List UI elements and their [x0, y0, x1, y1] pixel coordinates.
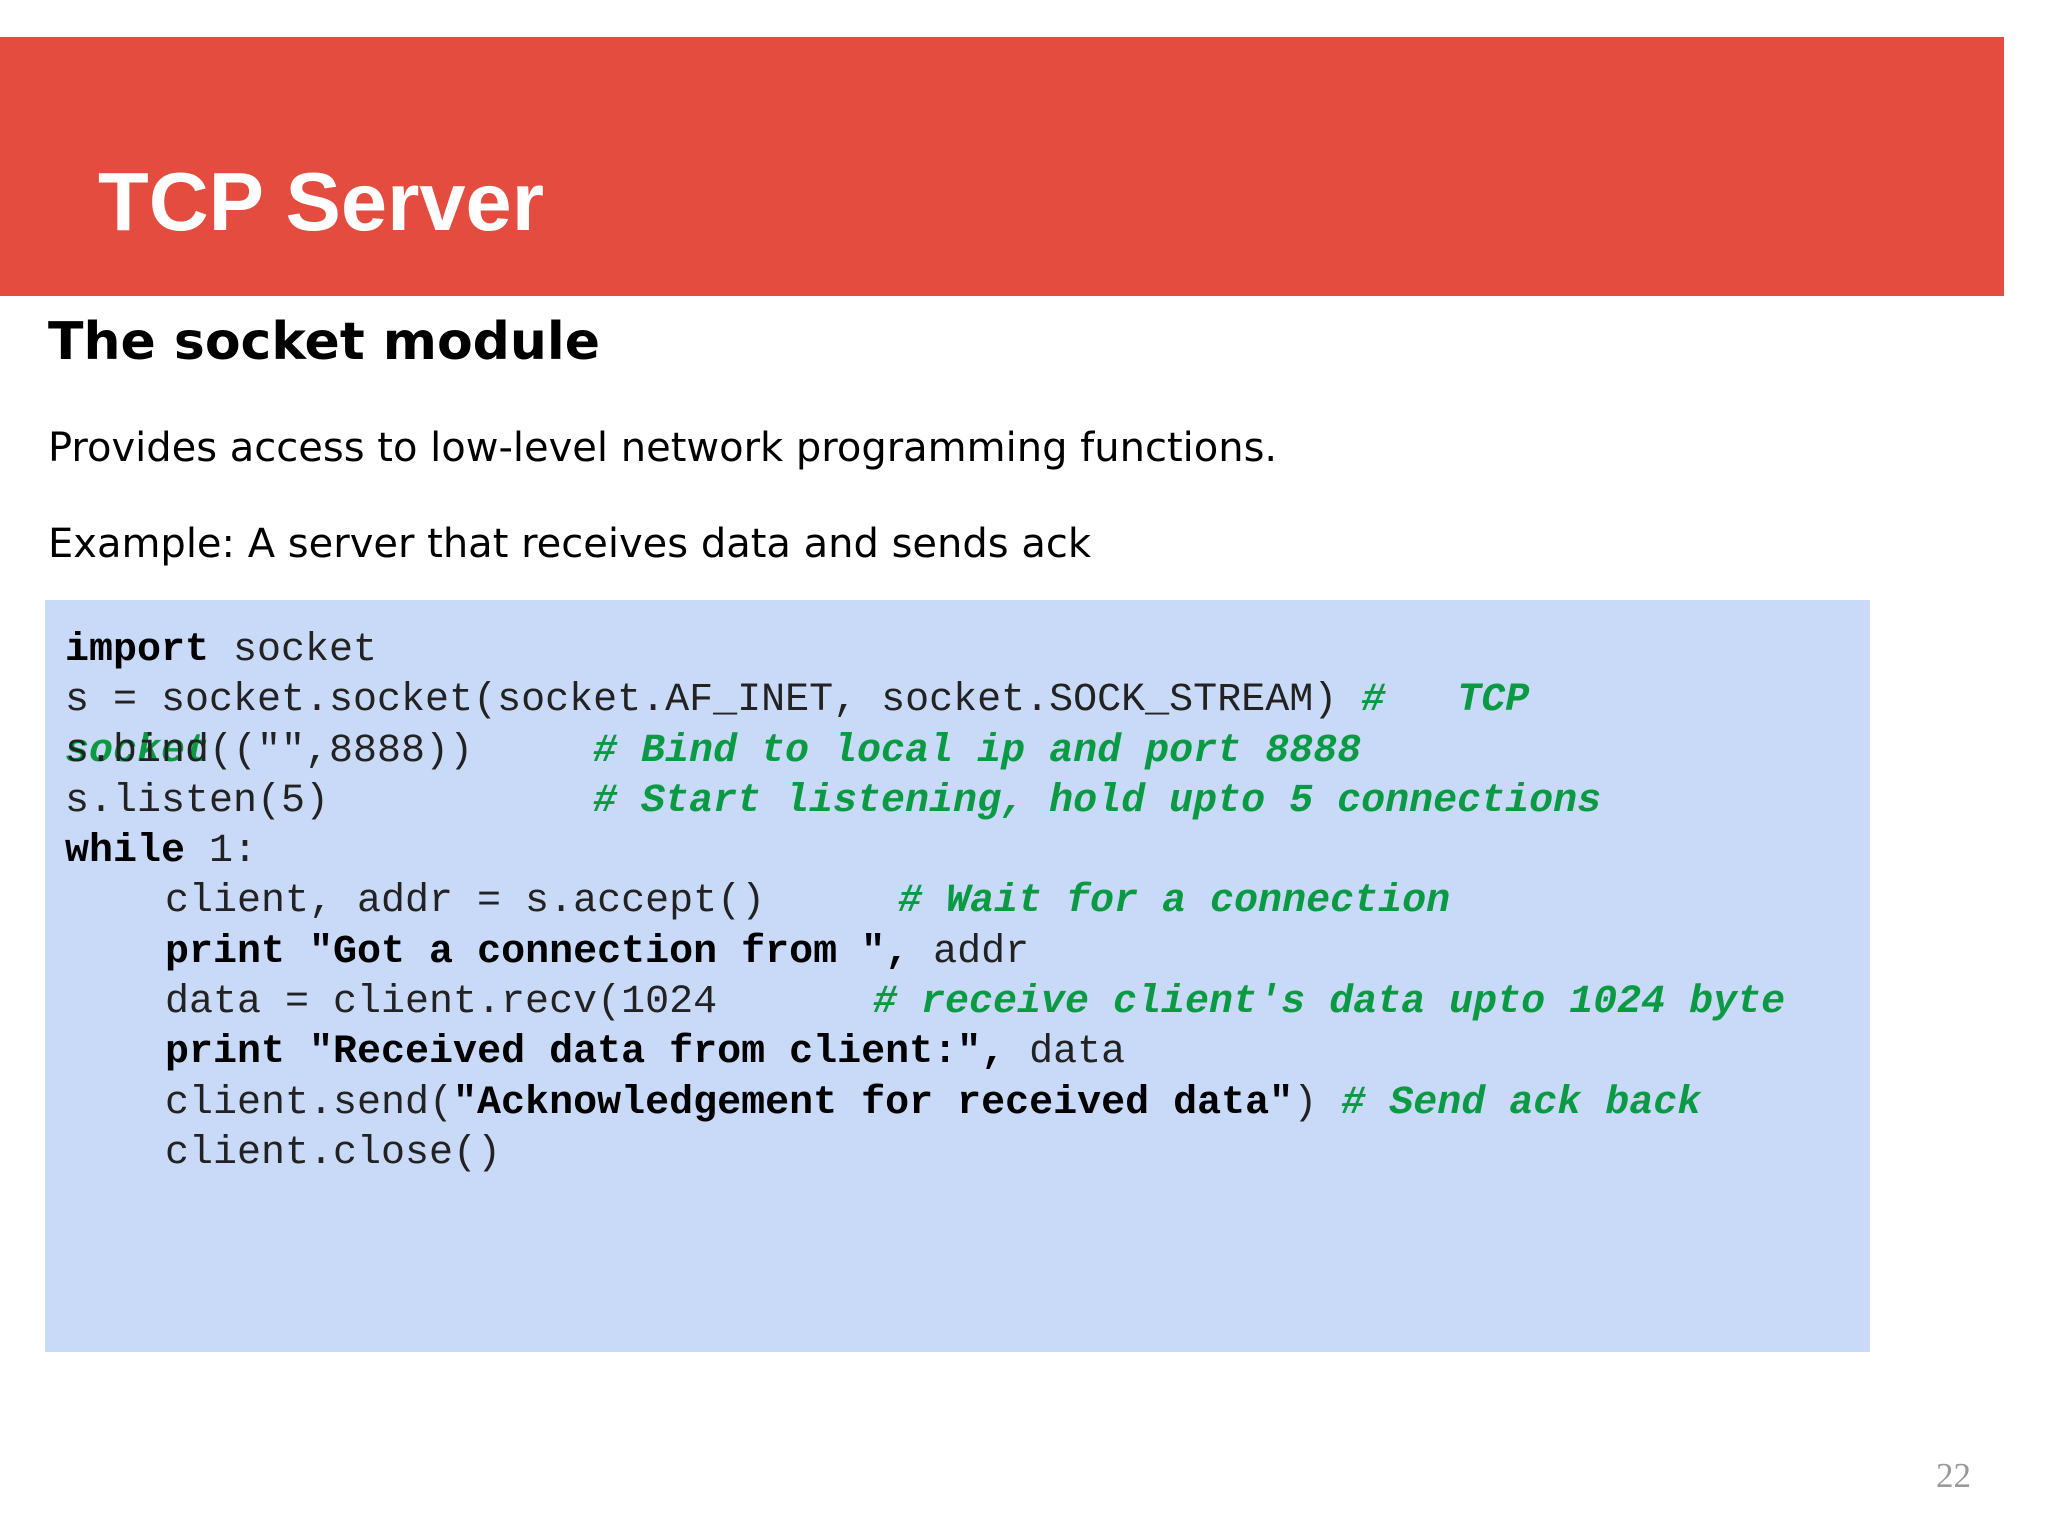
code-keyword: import	[65, 628, 210, 673]
code-text: s = socket.socket(socket.AF_INET, socket…	[65, 678, 1362, 724]
code-text: client, addr = s.accept()	[165, 879, 766, 925]
code-comment-overflow: socket	[65, 728, 210, 774]
code-string: "Got a connection from ",	[285, 929, 910, 975]
code-comment: # Wait for a connection	[898, 879, 1451, 925]
code-string: "Received data from client:",	[285, 1030, 1006, 1076]
code-text: addr	[909, 929, 1030, 975]
code-text: socket	[209, 628, 378, 673]
code-text: data = client.recv(1024	[165, 980, 718, 1026]
code-keyword: print	[165, 929, 286, 975]
code-text: client.close()	[165, 1130, 502, 1176]
code-line: client.send("Acknowledgement for receive…	[65, 1079, 1870, 1129]
code-line: import socket	[65, 626, 1870, 676]
code-line: s = socket.socket(socket.AF_INET, socket…	[65, 676, 1870, 726]
code-keyword: while	[65, 829, 186, 875]
code-comment: # Start listening, hold upto 5 connectio…	[593, 778, 1602, 824]
description-text: Provides access to low-level network pro…	[48, 425, 1278, 471]
code-line: client.close()	[65, 1129, 1870, 1179]
code-string: "Acknowledgement for received data"	[453, 1080, 1294, 1126]
code-comment: # receive client's data upto 1024 byte	[873, 980, 1786, 1026]
example-text: Example: A server that receives data and…	[48, 521, 1092, 567]
code-text: 1:	[185, 829, 258, 875]
code-text: client.send(	[165, 1080, 454, 1126]
code-text: )	[1293, 1080, 1342, 1126]
code-keyword: print	[165, 1030, 286, 1076]
slide-title: TCP Server	[98, 155, 545, 248]
code-line: client, addr = s.accept() # Wait for a co…	[65, 877, 1870, 927]
code-comment: # Bind to local ip and port 8888	[593, 728, 1362, 774]
code-text: s.listen(5)	[65, 778, 330, 824]
code-line: print "Got a connection from ", addr	[65, 928, 1870, 978]
code-comment: # Send ack back	[1341, 1080, 1702, 1126]
code-text: data	[1005, 1030, 1126, 1076]
code-line: while 1:	[65, 827, 1870, 877]
code-line: data = client.recv(1024 # receive client'…	[65, 978, 1870, 1028]
code-line: print "Received data from client:", data	[65, 1028, 1870, 1078]
code-line: s.listen(5) # Start listening, hold upto …	[65, 777, 1870, 827]
code-text: s.bind(("",8888))	[65, 728, 474, 774]
page-number: 22	[1936, 1456, 1971, 1495]
title-band	[0, 37, 2004, 296]
code-comment: # TCP	[1361, 678, 1530, 724]
code-block: import socket s = socket.socket(socket.A…	[45, 600, 1870, 1352]
subtitle: The socket module	[48, 312, 601, 372]
